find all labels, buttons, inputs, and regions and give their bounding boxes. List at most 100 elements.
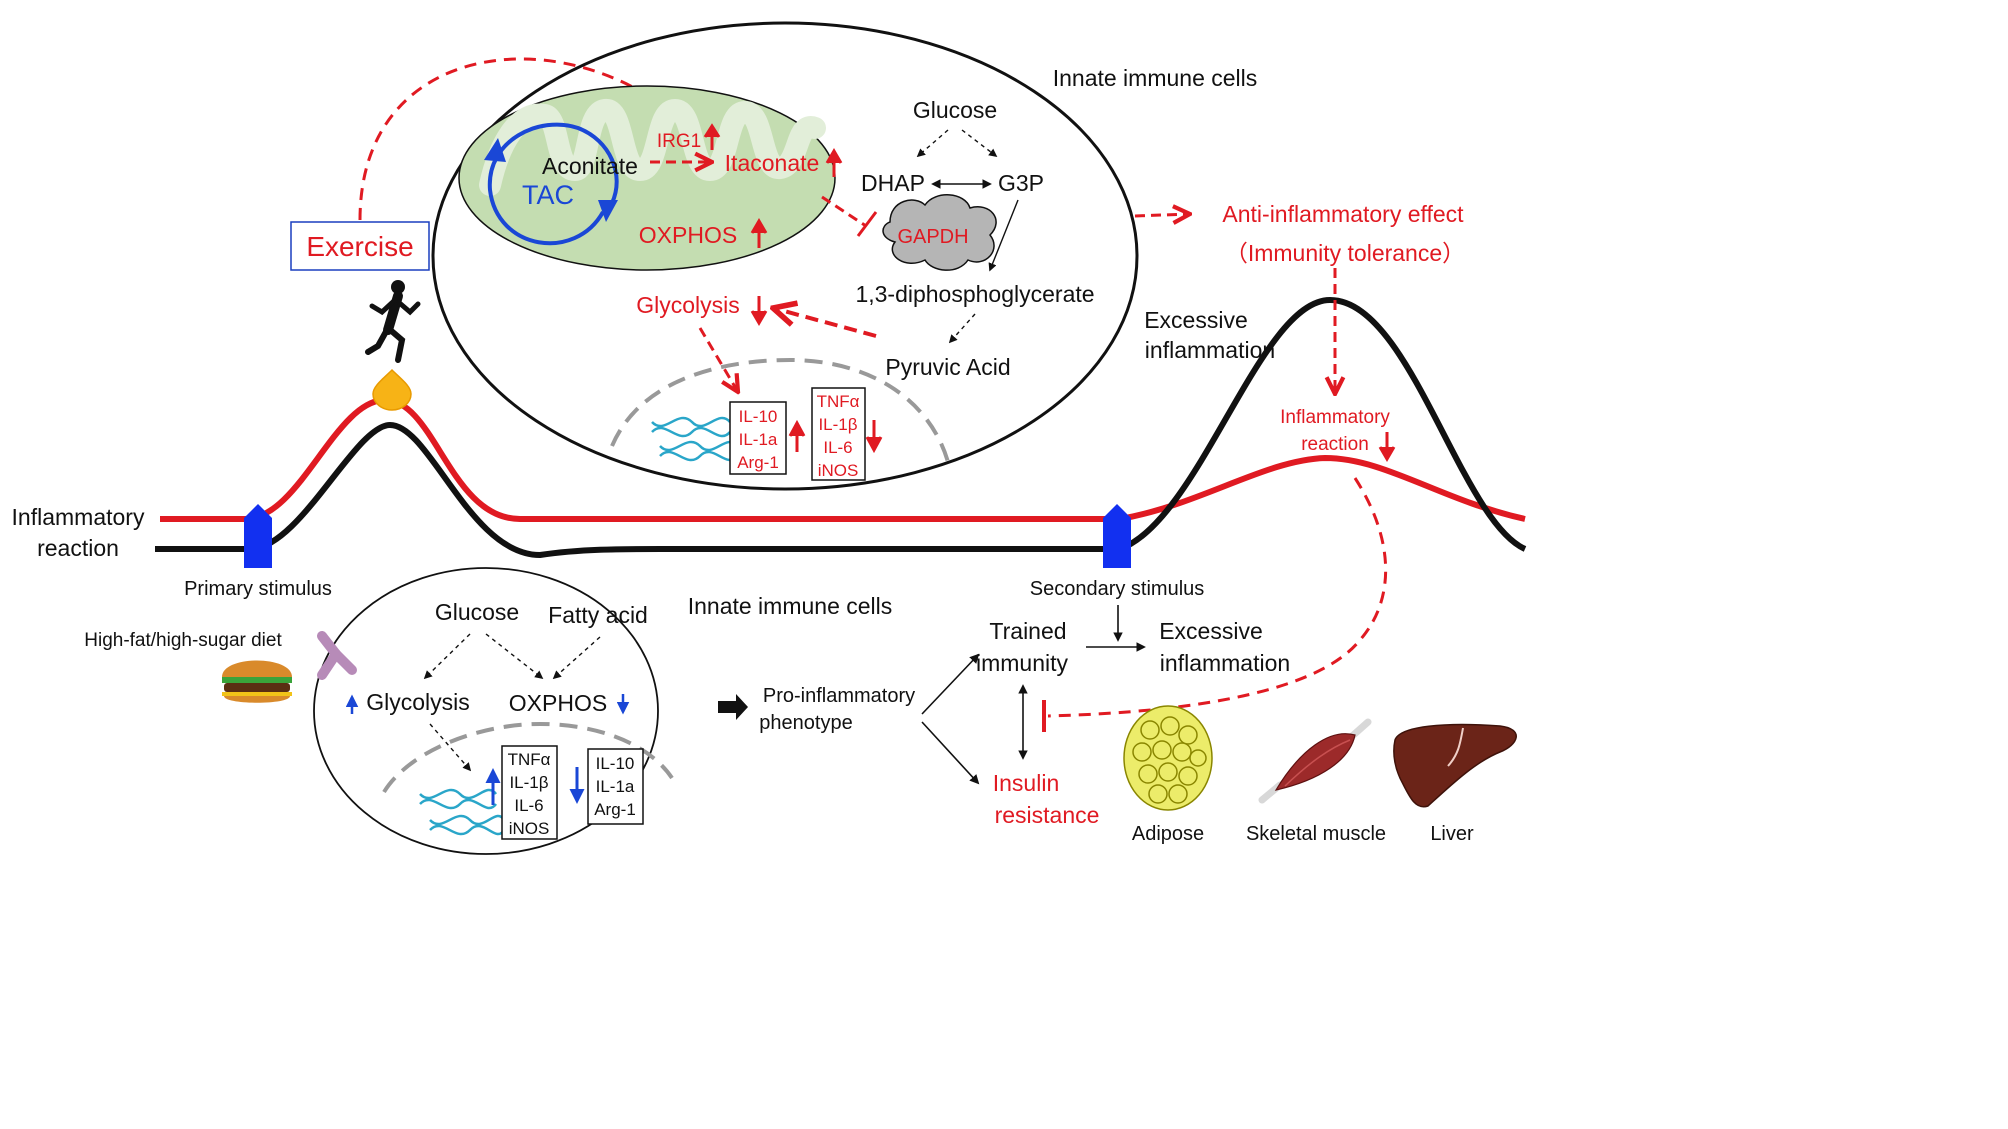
adipose-label: Adipose <box>1132 823 1204 845</box>
itaconate-inhibits-gapdh <box>821 195 867 228</box>
gapdh-label: GAPDH <box>897 226 968 248</box>
top-innate-cell-label: Innate immune cells <box>1053 65 1258 91</box>
excessive-inflammation-peak-line2: inflammation <box>1145 337 1275 363</box>
to-trained-immunity-arrow <box>921 653 980 715</box>
bottom-innate-cell-label: Innate immune cells <box>688 593 893 619</box>
adipose-icon <box>1123 705 1213 811</box>
receptor-icon <box>317 631 357 680</box>
top-down-cytokine-il1b: IL-1β <box>818 415 857 434</box>
glycolysis-bottom-label: Glycolysis <box>366 689 470 715</box>
top-innate-cell <box>431 21 1139 491</box>
secondary-stimulus-label: Secondary stimulus <box>1030 578 1205 600</box>
primary-stimulus-marker <box>244 504 272 568</box>
insulin-resistance-line2: resistance <box>995 802 1100 828</box>
top-down-cytokine-tnfa: TNFα <box>817 392 860 411</box>
excessive-inflammation-flow-line2: inflammation <box>1160 650 1290 676</box>
glucose-to-g3p-arrow <box>961 129 998 158</box>
inflammatory-reaction-axis-line1: Inflammatory <box>12 504 145 530</box>
immunity-tolerance-label: （Immunity tolerance） <box>1225 240 1465 266</box>
excessive-inflammation-flow-line1: Excessive <box>1159 618 1263 644</box>
pyruvic-to-glycolysis-arrow <box>773 308 877 338</box>
glycolysis-to-nucleus-arrow <box>698 327 738 392</box>
liver-label: Liver <box>1430 823 1474 845</box>
fatty-acid-to-oxphos-arrow <box>552 636 601 680</box>
to-insulin-resistance-arrow <box>921 721 980 785</box>
dna-icon-bottom <box>419 788 506 836</box>
top-up-cytokine-il1a: IL-1a <box>739 430 778 449</box>
skeletal-muscle-label: Skeletal muscle <box>1246 823 1386 845</box>
bottom-up-cytokine-box <box>501 745 558 840</box>
bottom-up-cytokine-il1b: IL-1β <box>509 773 548 792</box>
pro-inflammatory-line1: Pro-inflammatory <box>763 685 915 707</box>
insulin-resistance-line1: Insulin <box>993 770 1059 796</box>
trained-immunity-line2: immunity <box>976 650 1069 676</box>
g3p-label: G3P <box>998 170 1044 196</box>
bottom-up-cytokine-tnfa: TNFα <box>508 750 551 769</box>
inflammatory-reaction-down-arrow <box>1378 432 1396 462</box>
oxphos-top-label: OXPHOS <box>639 222 737 248</box>
exercise-box <box>290 221 430 271</box>
sweat-drop-icon <box>372 368 412 411</box>
secondary-stimulus-marker <box>1103 504 1131 568</box>
oxphos-top-up-arrow <box>750 218 768 248</box>
bottom-down-cytokine-arg1: Arg-1 <box>594 800 636 819</box>
tac-cycle-arrowhead-bottom <box>598 200 618 222</box>
aconitate-label: Aconitate <box>542 153 638 179</box>
tac-cycle-icon <box>487 122 619 246</box>
to-pro-inflammatory-arrow <box>718 694 748 720</box>
dhap-label: DHAP <box>861 170 925 196</box>
glucose-to-dhap-arrow <box>916 129 949 158</box>
g3p-to-diphosphoglycerate-arrow <box>988 199 1019 272</box>
top-down-cytokine-inos: iNOS <box>818 461 859 480</box>
exercise-connector-arrow <box>358 57 675 221</box>
bottom-up-cytokine-inos: iNOS <box>509 819 550 838</box>
diphosphoglycerate-to-pyruvic-arrow <box>948 313 976 344</box>
diet-label: High-fat/high-sugar diet <box>84 630 282 651</box>
bottom-down-cytokine-box <box>587 748 644 825</box>
gapdh-icon <box>882 194 997 271</box>
exercise-curve-red <box>160 396 1526 522</box>
top-down-cytokine-arrow <box>865 420 883 454</box>
irg1-up-arrow <box>703 123 721 150</box>
bottom-down-cytokine-il10: IL-10 <box>596 754 635 773</box>
top-down-cytokine-box <box>811 387 866 481</box>
pro-inflammatory-line2: phenotype <box>759 712 852 734</box>
glucose-bottom-label: Glucose <box>435 599 519 625</box>
top-down-cytokine-il6: IL-6 <box>823 438 852 457</box>
fatty-acid-label: Fatty acid <box>548 602 648 628</box>
itaconate-up-arrow <box>825 148 843 177</box>
glycolysis-top-label: Glycolysis <box>636 292 740 318</box>
top-up-cytokine-arg1: Arg-1 <box>737 453 779 472</box>
top-up-cytokine-box <box>729 401 787 475</box>
skeletal-muscle-icon <box>1258 718 1372 804</box>
trained-immunity-line1: Trained <box>989 618 1066 644</box>
mitochondrion <box>458 85 836 271</box>
irg1-label: IRG1 <box>657 131 701 152</box>
liver-icon <box>1393 723 1517 808</box>
itaconate-label: Itaconate <box>725 150 820 176</box>
dna-icon <box>651 416 739 462</box>
top-nucleus-membrane <box>610 357 950 463</box>
tac-label: TAC <box>522 180 574 210</box>
inflammatory-reaction-axis-line2: reaction <box>37 535 119 561</box>
inflammatory-reaction-red-line2: reaction <box>1301 434 1369 455</box>
exercise-label: Exercise <box>306 231 413 262</box>
diphosphoglycerate-label: 1,3-diphosphoglycerate <box>855 281 1094 307</box>
glycolysis-bottom-to-nucleus-arrow <box>429 723 472 772</box>
anti-inflammatory-arrow <box>1134 214 1190 216</box>
pyruvic-acid-label: Pyruvic Acid <box>885 354 1010 380</box>
oxphos-bottom-label: OXPHOS <box>509 690 607 716</box>
bottom-innate-cell <box>313 567 659 855</box>
glucose-top-label: Glucose <box>913 97 997 123</box>
itaconate-inhibition-bar <box>856 211 878 237</box>
tac-cycle-arrowhead-top <box>484 138 506 162</box>
anti-inflammatory-label: Anti-inflammatory effect <box>1222 201 1464 227</box>
diagram-canvas: Inflammatory reaction Primary stimulus S… <box>12 21 1527 855</box>
inflammatory-reaction-red-line1: Inflammatory <box>1280 407 1390 428</box>
glycolysis-top-down-arrow <box>750 296 768 326</box>
baseline-curve-black <box>155 296 1527 559</box>
glucose-to-oxphos-arrow <box>485 633 544 680</box>
runner-icon <box>365 280 421 363</box>
bottom-up-cytokine-il6: IL-6 <box>514 796 543 815</box>
glucose-to-glycolysis-arrow <box>423 633 471 680</box>
